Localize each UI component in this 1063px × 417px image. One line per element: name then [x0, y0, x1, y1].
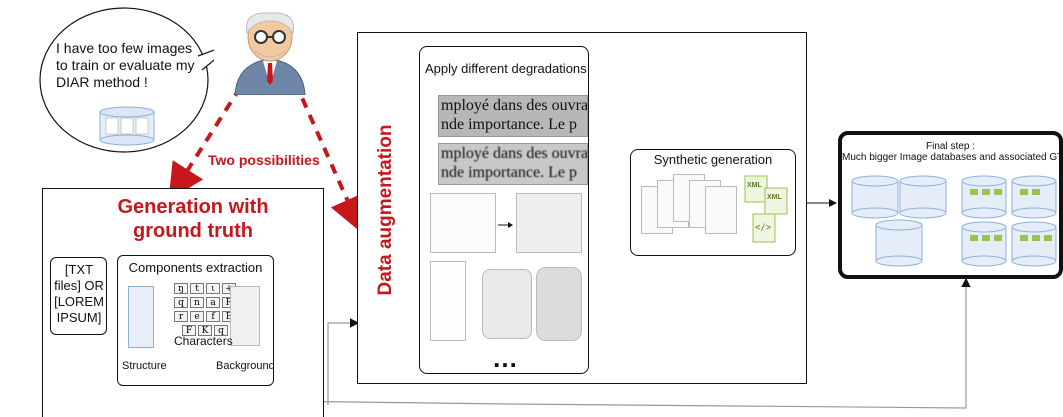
- synthetic-title: Synthetic generation: [653, 152, 773, 167]
- degradations-box: Apply different degradations mployé dans…: [419, 46, 589, 374]
- synthetic-box: Synthetic generation </> XML XML: [630, 149, 796, 256]
- degraded-text-sample-1: mployé dans des ouvra nde importance. Le…: [438, 95, 588, 137]
- char-cell: t: [190, 283, 204, 294]
- characters-label: Characters: [174, 334, 233, 348]
- svg-text:</>: </>: [755, 223, 772, 233]
- receipt-sample-clean: [430, 261, 466, 341]
- flow-merge-to-final: [195, 277, 971, 409]
- augmentation-vertical-label: Data augmentation: [375, 124, 396, 296]
- red-arrow-right: [293, 81, 364, 233]
- final-step-line-1: Final step :: [926, 141, 975, 152]
- speech-text: I have too few images to train or evalua…: [56, 40, 195, 90]
- synthetic-doc-5: [705, 186, 737, 234]
- char-cell: f: [206, 311, 220, 322]
- xml-file-icon: </> XML XML: [743, 174, 791, 246]
- sample-line-1: mployé dans des ouvra: [441, 97, 588, 114]
- degradations-title: Apply different degradations: [425, 61, 587, 76]
- char-cell: q: [174, 297, 188, 308]
- char-cell: K: [198, 325, 212, 336]
- background-thumbnail: [230, 286, 260, 346]
- char-cell: n: [190, 297, 204, 308]
- professor-avatar: [225, 5, 315, 96]
- sample-line-2b: nde importance. Le p: [441, 164, 577, 181]
- structure-thumbnail: [128, 286, 154, 348]
- char-cell: ŋ: [174, 283, 188, 294]
- big-database-images-icon: [850, 173, 955, 271]
- char-cell: F: [182, 325, 196, 336]
- form-sample-clean: [430, 193, 496, 253]
- char-cell: r: [174, 311, 188, 322]
- flow-merge-to-augmentation: [327, 318, 360, 405]
- xml-tag-2: XML: [767, 194, 782, 201]
- degradation-arrow-icon: [498, 217, 514, 228]
- xml-tag-1: XML: [747, 182, 762, 189]
- big-database-gt-icon: [960, 173, 1060, 273]
- txt-source-box: [TXT files] OR [LOREM IPSUM]: [50, 257, 107, 335]
- speech-bubble: I have too few images to train or evalua…: [38, 4, 214, 154]
- more-ellipsis: …: [492, 343, 518, 373]
- two-possibilities-label: Two possibilities: [208, 152, 320, 168]
- char-cell: q: [214, 325, 228, 336]
- char-cell: e: [190, 311, 204, 322]
- characters-grid: ŋ t ι + q n a R r e f E F K q: [174, 283, 236, 339]
- components-box: Components extraction ŋ t ι + q n a R r …: [117, 255, 275, 386]
- receipt-sample-crumpled-2: [536, 267, 582, 341]
- char-cell: a: [206, 297, 220, 308]
- final-panel: Final step : Much bigger Image databases…: [838, 131, 1063, 279]
- generation-title: Generation with ground truth: [117, 196, 269, 242]
- final-step-line-2: Much bigger Image databases and associat…: [842, 152, 1063, 163]
- structure-label: Structure: [122, 360, 167, 372]
- sample-line-1b: mployé dans des ouvra: [441, 145, 588, 162]
- txt-source-label: [TXT files] OR [LOREM IPSUM]: [54, 262, 104, 325]
- form-sample-degraded: [516, 193, 582, 253]
- receipt-sample-crumpled-1: [482, 269, 532, 339]
- char-cell: ι: [206, 283, 220, 294]
- sample-line-2: nde importance. Le p: [441, 116, 577, 133]
- database-icon: [98, 106, 156, 146]
- background-label: Background: [216, 360, 275, 372]
- degraded-text-sample-2: mployé dans des ouvra nde importance. Le…: [438, 143, 588, 185]
- components-title: Components extraction: [128, 260, 263, 275]
